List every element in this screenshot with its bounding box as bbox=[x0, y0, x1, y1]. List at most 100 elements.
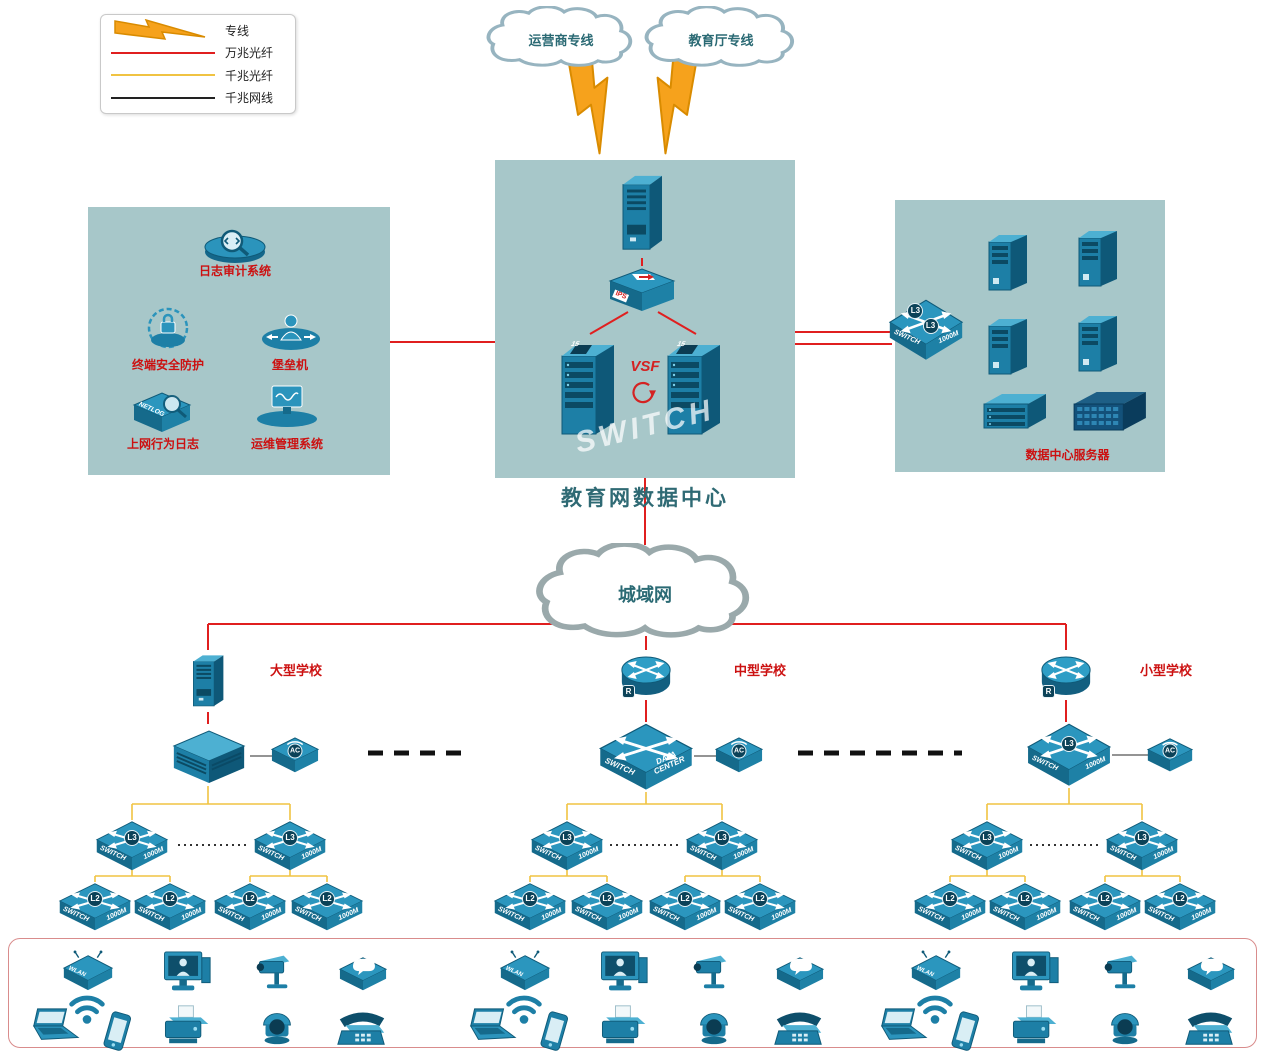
bastion-host[interactable] bbox=[260, 310, 322, 352]
vsf-core-switch-2[interactable]: 15 bbox=[662, 332, 726, 444]
laptop[interactable] bbox=[874, 1006, 930, 1046]
telephone[interactable] bbox=[771, 1006, 827, 1050]
legend-row-dedicated-line: 专线 bbox=[109, 19, 287, 41]
telephone[interactable] bbox=[334, 1006, 390, 1050]
server-tower[interactable] bbox=[1074, 309, 1122, 377]
core-switch-icon bbox=[556, 332, 620, 444]
netlog-system[interactable]: NETLOG bbox=[126, 388, 198, 436]
server-tower[interactable] bbox=[1074, 224, 1122, 292]
wifi-signal[interactable] bbox=[64, 988, 110, 1028]
ptz-camera[interactable] bbox=[689, 948, 743, 994]
ops-management-system[interactable] bbox=[255, 382, 319, 428]
server-tower[interactable] bbox=[984, 312, 1032, 380]
l2-badge: L2 bbox=[1097, 891, 1113, 907]
core-firewall[interactable] bbox=[616, 168, 668, 258]
medium-school-router[interactable]: R bbox=[620, 650, 672, 700]
server-tower[interactable] bbox=[984, 228, 1032, 296]
l3-badge: L3 bbox=[1134, 829, 1150, 846]
dome-camera[interactable] bbox=[1103, 1004, 1147, 1048]
medium-school-ac[interactable]: AC bbox=[714, 736, 764, 776]
desktop-pc[interactable] bbox=[158, 950, 212, 998]
chassis-icon bbox=[1070, 386, 1150, 438]
desktop-pc[interactable] bbox=[1006, 950, 1060, 998]
small-school-ac[interactable]: AC bbox=[1146, 737, 1194, 775]
terminal-security-label: 终端安全防护 bbox=[131, 358, 204, 372]
dome-camera[interactable] bbox=[692, 1004, 736, 1048]
laptop[interactable] bbox=[26, 1006, 82, 1046]
switch-icon bbox=[493, 882, 567, 932]
ips-device[interactable]: IPS bbox=[602, 264, 682, 320]
l2-badge: L2 bbox=[162, 891, 178, 907]
message-terminal[interactable] bbox=[1186, 954, 1236, 994]
server-icon bbox=[1074, 224, 1122, 292]
terminal-security-system[interactable] bbox=[140, 306, 196, 354]
wifi-signal[interactable] bbox=[912, 988, 958, 1028]
small-school-router[interactable]: R bbox=[1040, 650, 1092, 700]
printer[interactable] bbox=[158, 1002, 212, 1048]
cloud-label: 城域网 bbox=[618, 585, 672, 605]
server-icon bbox=[984, 228, 1032, 296]
l3-badge: L3 bbox=[907, 302, 924, 319]
router-badge: R bbox=[622, 685, 635, 698]
carrier-line-cloud[interactable]: 运营商专线 bbox=[484, 6, 638, 68]
wireless-ap[interactable]: WLAN bbox=[62, 950, 114, 992]
printer[interactable] bbox=[595, 1002, 649, 1048]
log-audit-system[interactable] bbox=[202, 224, 268, 266]
smartphone[interactable] bbox=[945, 1010, 985, 1054]
core-chassis[interactable] bbox=[1070, 386, 1150, 438]
datacenter-access-switch[interactable]: L3 L3 SWITCH 1000M bbox=[888, 298, 964, 362]
large-school-core-switch[interactable] bbox=[168, 724, 250, 786]
smartphone[interactable] bbox=[534, 1010, 574, 1054]
printer[interactable] bbox=[1006, 1002, 1060, 1048]
large-school-ac[interactable]: AC bbox=[270, 736, 320, 776]
dome-camera[interactable] bbox=[255, 1004, 299, 1048]
wifi-signal-icon bbox=[912, 988, 958, 1028]
message-terminal[interactable] bbox=[775, 954, 825, 994]
core-switch-icon bbox=[662, 332, 726, 444]
wifi-signal[interactable] bbox=[501, 988, 547, 1028]
storage-array[interactable] bbox=[980, 388, 1050, 436]
wireless-ap[interactable]: WLAN bbox=[910, 950, 962, 992]
legend-row-10g-fiber: 万兆光纤 bbox=[109, 42, 287, 64]
audit-icon bbox=[202, 224, 268, 266]
dome-camera-icon bbox=[692, 1004, 736, 1048]
l2-badge: L2 bbox=[87, 891, 103, 907]
telephone-icon bbox=[1182, 1006, 1238, 1050]
man-cloud[interactable]: 城域网 bbox=[533, 543, 757, 639]
message-terminal[interactable] bbox=[338, 954, 388, 994]
smartphone[interactable] bbox=[97, 1010, 137, 1054]
large-school-label: 大型学校 bbox=[269, 663, 322, 678]
telephone[interactable] bbox=[1182, 1006, 1238, 1050]
desktop-pc[interactable] bbox=[595, 950, 649, 998]
vsf-core-switch-1[interactable]: 15 bbox=[556, 332, 620, 444]
ptz-camera[interactable] bbox=[252, 948, 306, 994]
large-school-firewall[interactable] bbox=[188, 650, 228, 712]
laptop[interactable] bbox=[463, 1006, 519, 1046]
ptz-camera[interactable] bbox=[1100, 948, 1154, 994]
wireless-ap[interactable]: WLAN bbox=[499, 950, 551, 992]
ips-icon bbox=[602, 264, 682, 320]
netlog-icon bbox=[126, 388, 198, 436]
education-line-cloud[interactable]: 教育厅专线 bbox=[642, 6, 800, 68]
ptz-camera-icon bbox=[1100, 948, 1154, 994]
